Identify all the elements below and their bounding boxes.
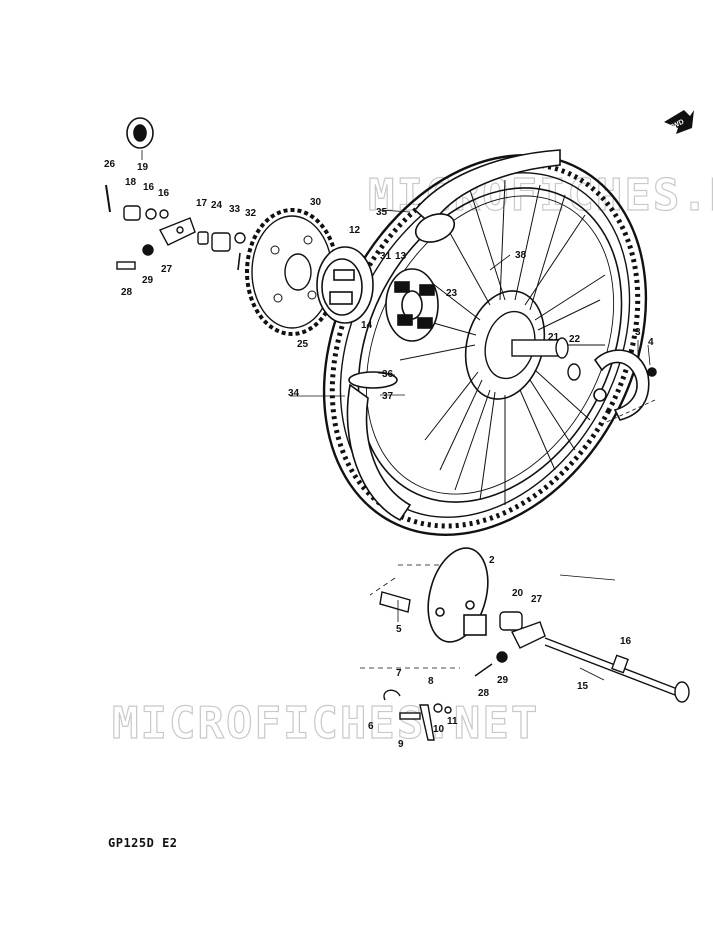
- part-label-37: 37: [382, 391, 394, 402]
- part-label-29a: 29: [142, 275, 154, 286]
- part-label-28a: 28: [121, 287, 133, 298]
- rear-sprocket: [245, 208, 339, 336]
- rear-axle: [544, 637, 690, 703]
- adjuster-bolt: [474, 651, 508, 677]
- fwd-arrow-icon: FWD: [664, 110, 694, 134]
- part-label-14: 14: [361, 320, 373, 331]
- cotter-pin: [105, 184, 111, 213]
- part-label-26: 26: [104, 159, 116, 170]
- part-label-33: 33: [229, 204, 241, 215]
- inner-tube: [346, 371, 412, 522]
- part-label-7: 7: [396, 668, 402, 679]
- dashed-guides: [360, 564, 460, 669]
- part-label-8: 8: [428, 676, 434, 687]
- part-label-22: 22: [569, 334, 581, 345]
- rim-band: [413, 149, 561, 243]
- part-label-9: 9: [398, 739, 404, 750]
- spacer-parts: [123, 205, 246, 271]
- part-label-12: 12: [349, 225, 361, 236]
- part-label-31: 31: [380, 251, 392, 262]
- brake-shoes: [593, 349, 657, 421]
- part-label-13: 13: [395, 251, 407, 262]
- leader-lines: [141, 150, 651, 681]
- part-label-25: 25: [297, 339, 309, 350]
- part-label-30: 30: [310, 197, 322, 208]
- damper-rubber: [385, 268, 439, 342]
- brake-panel: [427, 547, 489, 643]
- model-code: GP125D E2: [108, 836, 178, 850]
- part-label-36: 36: [382, 369, 394, 380]
- brake-rod-parts: [383, 689, 452, 741]
- part-label-10: 10: [433, 724, 445, 735]
- part-numbers: 26 19 18 16 16 17 24 33 32 30 12 31 13 3…: [104, 159, 654, 750]
- part-label-23: 23: [446, 288, 458, 299]
- part-label-27b: 27: [531, 594, 543, 605]
- axle-nut: [126, 117, 154, 149]
- part-label-35: 35: [376, 207, 388, 218]
- watermark-bottom: MICROFICHES.NET: [112, 698, 539, 749]
- part-label-28b: 28: [478, 688, 490, 699]
- part-label-2: 2: [489, 555, 495, 566]
- part-label-3: 3: [635, 327, 641, 338]
- part-label-38: 38: [515, 250, 527, 261]
- brake-cam: [379, 591, 411, 613]
- part-label-21: 21: [548, 332, 560, 343]
- part-label-18: 18: [125, 177, 137, 188]
- part-label-16b: 16: [158, 188, 170, 199]
- part-label-16a: 16: [143, 182, 155, 193]
- part-label-6: 6: [368, 721, 374, 732]
- chain-adjuster-bolt: [116, 244, 154, 270]
- part-label-16c: 16: [620, 636, 632, 647]
- part-label-24: 24: [211, 200, 223, 211]
- part-label-32: 32: [245, 208, 257, 219]
- chain-adjuster: [499, 611, 546, 649]
- part-label-15: 15: [577, 681, 589, 692]
- sprocket-drum: [316, 246, 374, 324]
- part-label-20: 20: [512, 588, 524, 599]
- part-label-19: 19: [137, 162, 149, 173]
- part-label-5: 5: [396, 624, 402, 635]
- part-label-34: 34: [288, 388, 300, 399]
- part-label-17: 17: [196, 198, 208, 209]
- part-label-4: 4: [648, 337, 654, 348]
- part-label-11: 11: [447, 716, 458, 727]
- part-label-27a: 27: [161, 264, 173, 275]
- part-label-29b: 29: [497, 675, 509, 686]
